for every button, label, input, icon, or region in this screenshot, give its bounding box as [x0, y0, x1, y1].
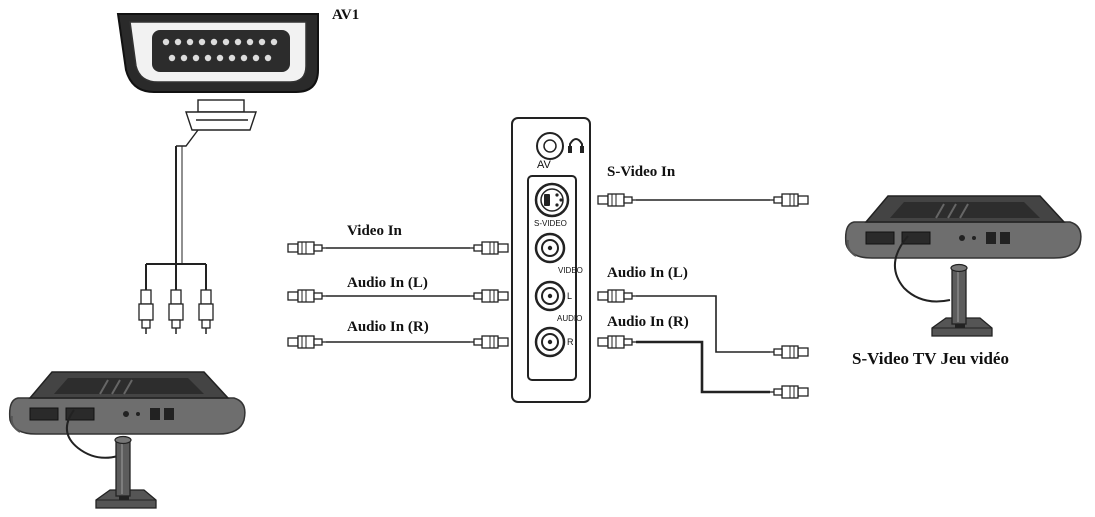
scart-label: AV1 — [332, 7, 360, 23]
headphone-icon — [568, 138, 584, 153]
console-caption: S-Video TV Jeu vidéo — [852, 349, 1009, 368]
audio-in-l-label-right: Audio In (L) — [607, 265, 688, 281]
right-cables — [636, 199, 770, 394]
panel-s-video-label: S-VIDEO — [534, 219, 567, 228]
panel-r-label: R — [567, 337, 574, 347]
panel-l-label: L — [567, 291, 573, 301]
panel-av-label: AV — [537, 159, 551, 171]
game-console-icon-left — [8, 371, 246, 509]
video-in-label: Video In — [347, 223, 402, 239]
audio-in-r-label-right: Audio In (R) — [607, 314, 689, 330]
scart-adapter-cable — [145, 99, 257, 290]
left-cables — [326, 247, 470, 343]
input-panel — [511, 117, 591, 403]
panel-audio-label: AUDIO — [557, 314, 583, 323]
scart-connector-icon — [116, 13, 319, 93]
panel-video-label: VIDEO — [558, 266, 583, 275]
audio-in-l-label-left: Audio In (L) — [347, 275, 428, 291]
s-video-in-label: S-Video In — [607, 164, 676, 180]
game-console-icon-right — [844, 195, 1082, 337]
audio-in-r-label-left: Audio In (R) — [347, 319, 429, 335]
